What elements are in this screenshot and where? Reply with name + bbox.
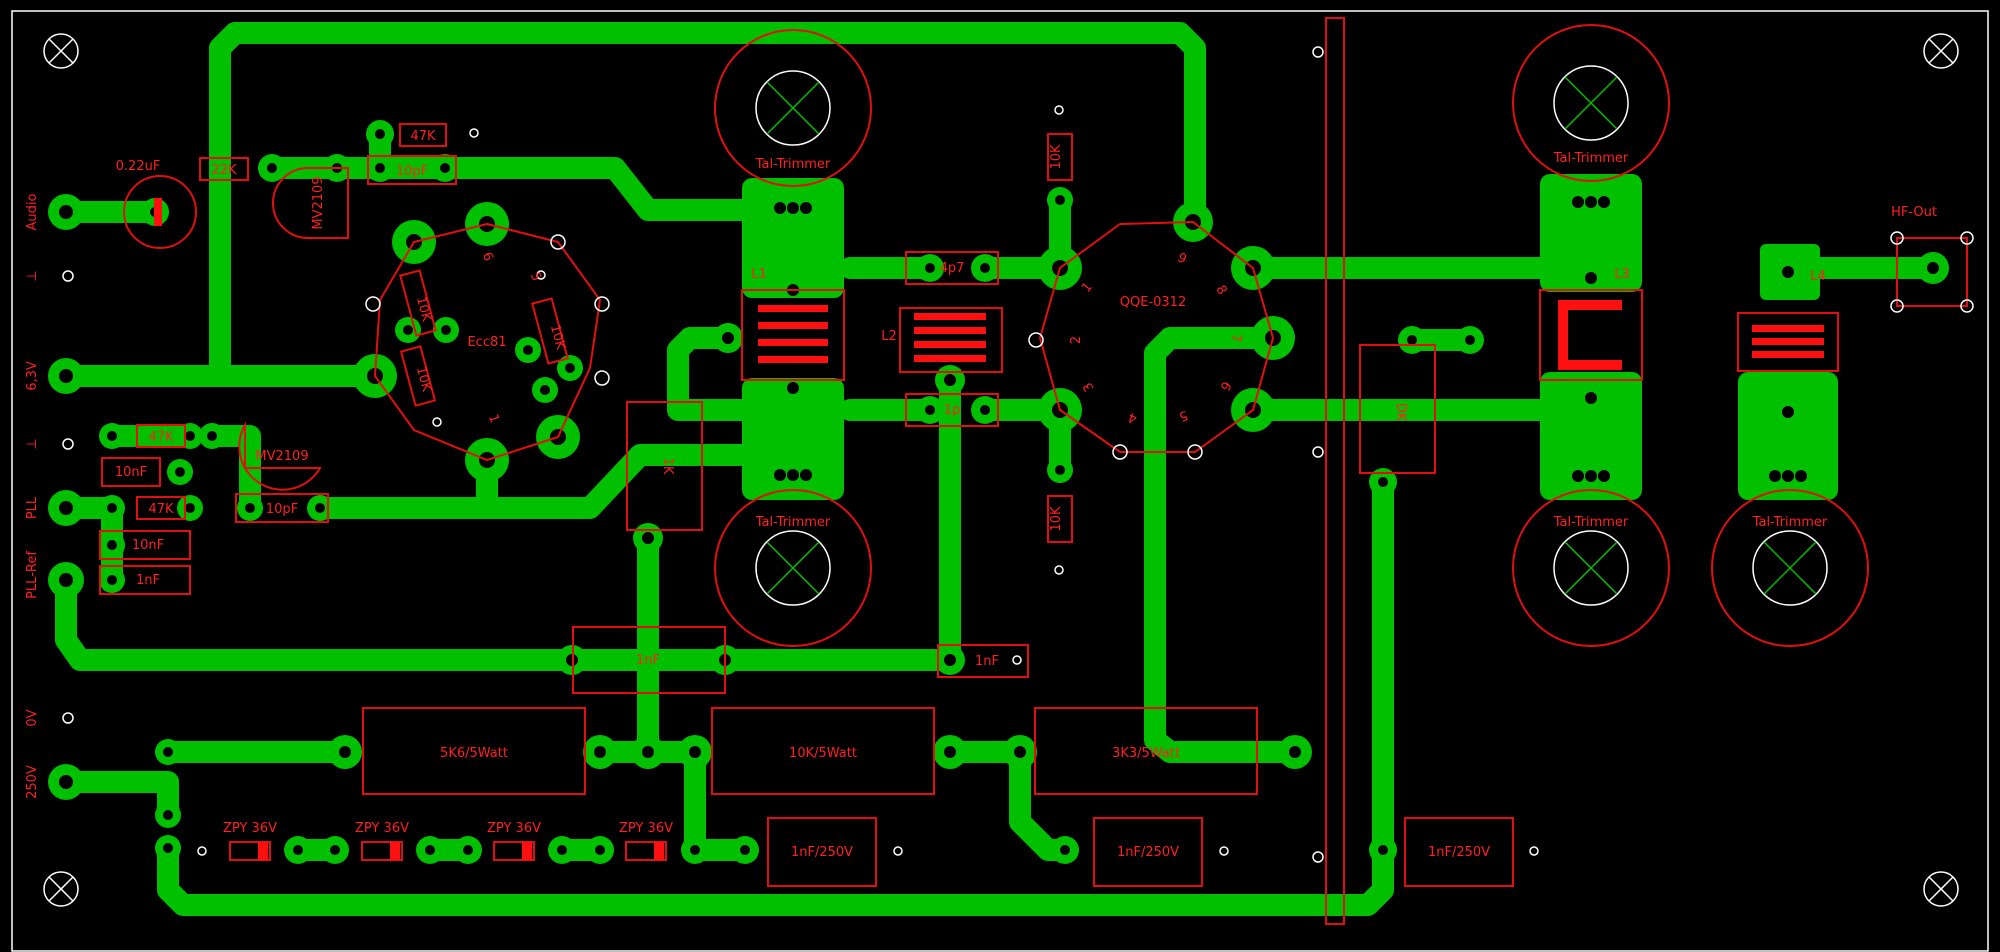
label-pin1: 1 bbox=[485, 412, 502, 425]
label-qpin3: 3 bbox=[1080, 379, 1097, 394]
label-l2: L2 bbox=[881, 329, 897, 344]
label-audio: Audio bbox=[25, 193, 40, 230]
label-0v: 0V bbox=[25, 709, 40, 726]
label-gnd2: ⊥ bbox=[25, 438, 40, 449]
silkscreen bbox=[62, 17, 1974, 925]
label-tube-ecc81: Ecc81 bbox=[467, 335, 506, 350]
label-zpy1: ZPY 36V bbox=[223, 821, 277, 836]
label-gnd1: ⊥ bbox=[25, 270, 40, 281]
label-qpin2: 2 bbox=[1069, 336, 1084, 344]
label-zpy3: ZPY 36V bbox=[487, 821, 541, 836]
label-pll: PLL bbox=[25, 496, 40, 519]
label-l3: L3 bbox=[1614, 267, 1630, 282]
label-r-22k: 22K bbox=[211, 163, 237, 178]
label-trim4: Tal-Trimmer bbox=[1553, 515, 1629, 530]
label-c-10nf-b: 10nF bbox=[132, 538, 164, 553]
label-tube-r3: 10K bbox=[413, 365, 434, 394]
label-r-3k3: 3K3/5Watt bbox=[1112, 746, 1180, 761]
label-c-022: 0.22uF bbox=[116, 159, 161, 174]
label-qpin4: 4 bbox=[1126, 409, 1139, 426]
label-rfc2: 1K bbox=[660, 458, 675, 475]
label-trim1: Tal-Trimmer bbox=[755, 157, 831, 172]
label-c-10pf-bottom: 10pF bbox=[266, 502, 298, 517]
mounting-holes bbox=[43, 33, 1959, 907]
label-c-1nf-a: 1nF bbox=[136, 573, 160, 588]
label-qpin7: 7 bbox=[1228, 334, 1243, 342]
label-l1: L1 bbox=[751, 267, 767, 282]
label-r-5k6: 5K6/5Watt bbox=[440, 746, 508, 761]
label-hf-out: HF-Out bbox=[1891, 205, 1937, 220]
label-pin5: 5 bbox=[527, 270, 544, 283]
label-qpin9: 9 bbox=[1174, 250, 1189, 267]
label-r-47k-top: 47K bbox=[410, 129, 436, 144]
label-c-1nf-b: 1nF bbox=[975, 654, 999, 669]
label-pll-ref: PLL-Ref bbox=[25, 551, 40, 599]
label-r-47k-b: 47K bbox=[148, 502, 174, 517]
label-250v: 250V bbox=[25, 765, 40, 799]
label-c-1p: 1p bbox=[944, 403, 961, 418]
label-varicap-top: MV2109 bbox=[311, 176, 326, 229]
label-c-10nf-a: 10nF bbox=[115, 465, 147, 480]
label-tube-qqe: QQE-0312 bbox=[1120, 295, 1186, 310]
label-tube-r2: 10K bbox=[547, 323, 568, 352]
label-trim5: Tal-Trimmer bbox=[1752, 515, 1828, 530]
label-pin6: 6 bbox=[479, 250, 496, 263]
label-c-250-2: 1nF/250V bbox=[1117, 845, 1179, 860]
label-zpy4: ZPY 36V bbox=[619, 821, 673, 836]
label-tube-r1: 10K bbox=[413, 295, 434, 324]
label-qpin6: 6 bbox=[1216, 378, 1233, 393]
label-r-10k-bottom: 10K bbox=[1049, 506, 1064, 532]
board-outline bbox=[11, 10, 1989, 952]
label-r-10k-5w: 10K/5Watt bbox=[789, 746, 857, 761]
label-c-1nf-c: 1nF bbox=[636, 653, 660, 668]
label-trim3: Tal-Trimmer bbox=[1553, 151, 1629, 166]
labels: Audio ⊥ 6,3V ⊥ PLL PLL-Ref 0V 250V HF-Ou… bbox=[25, 129, 1937, 860]
label-varicap-bottom: MV2109 bbox=[255, 449, 308, 464]
label-qpin5: 5 bbox=[1177, 407, 1190, 424]
label-qpin1: 1 bbox=[1079, 280, 1096, 296]
label-c-4p7: 4p7 bbox=[940, 261, 965, 276]
label-63v: 6,3V bbox=[25, 361, 40, 391]
label-l4: L4 bbox=[1810, 269, 1826, 284]
label-c-250-1: 1nF/250V bbox=[791, 845, 853, 860]
label-rfc: DK bbox=[1393, 403, 1408, 422]
copper-pads bbox=[48, 120, 1949, 864]
label-c-10pf-top: 10pF bbox=[396, 164, 428, 179]
label-r-47k-a: 47K bbox=[148, 430, 174, 445]
label-c-250-3: 1nF/250V bbox=[1428, 845, 1490, 860]
label-qpin8: 8 bbox=[1212, 283, 1229, 298]
label-trim2: Tal-Trimmer bbox=[755, 515, 831, 530]
label-r-10k-top: 10K bbox=[1049, 144, 1064, 170]
label-zpy2: ZPY 36V bbox=[355, 821, 409, 836]
